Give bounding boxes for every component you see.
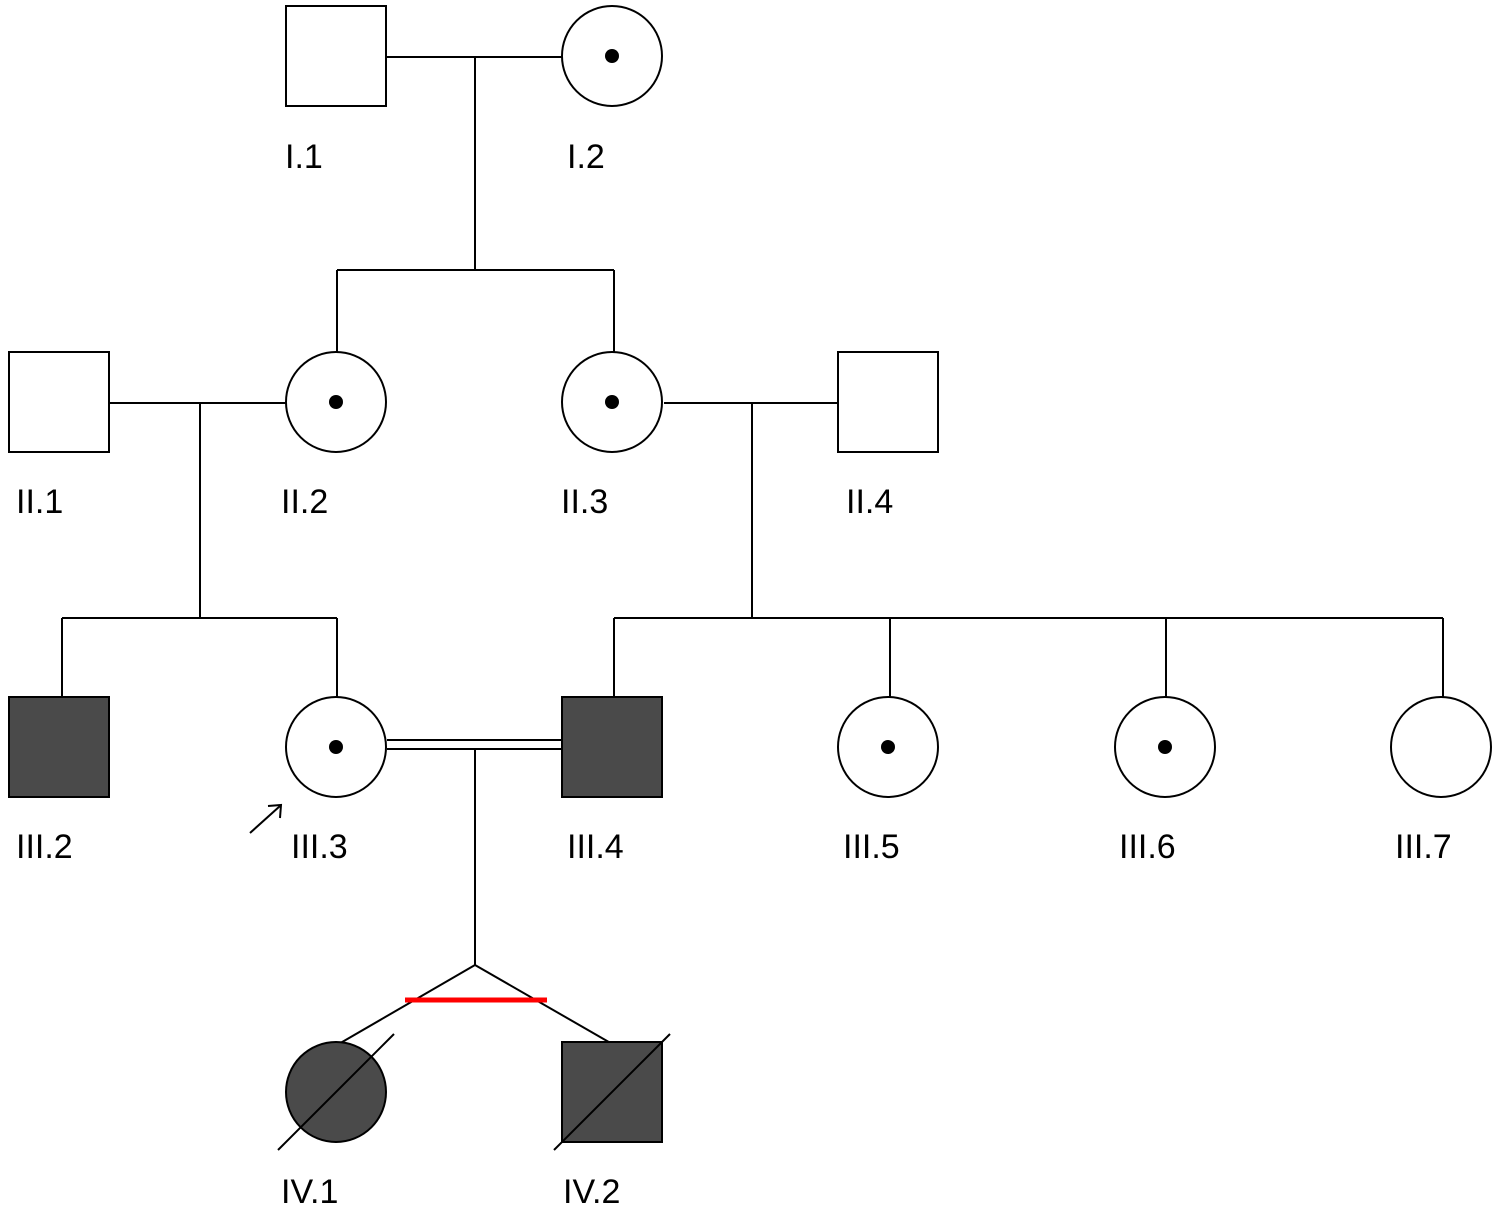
individuals-group xyxy=(8,5,1492,1151)
label-II2: II.2 xyxy=(281,483,328,521)
individual-III2 xyxy=(8,696,110,798)
carrier-dot-II3 xyxy=(605,395,619,409)
individual-III5 xyxy=(837,696,939,798)
label-II1: II.1 xyxy=(16,483,63,521)
carrier-dot-I2 xyxy=(605,49,619,63)
carrier-dot-III5 xyxy=(881,740,895,754)
label-IV1: IV.1 xyxy=(281,1173,338,1210)
label-III7: III.7 xyxy=(1395,828,1452,866)
individual-II1 xyxy=(8,351,110,453)
individual-II3 xyxy=(561,351,663,453)
carrier-dot-III6 xyxy=(1158,740,1172,754)
individual-IV1 xyxy=(277,1033,395,1151)
twin-branch-IV2 xyxy=(474,964,615,1046)
male-square-II4 xyxy=(837,351,939,453)
label-II4: II.4 xyxy=(846,483,893,521)
label-III4: III.4 xyxy=(567,828,624,866)
proband-arrow xyxy=(249,803,283,834)
individual-II2 xyxy=(285,351,387,453)
female-circle-III7 xyxy=(1390,696,1492,798)
label-III2: III.2 xyxy=(16,828,73,866)
label-III6: III.6 xyxy=(1119,828,1176,866)
label-II3: II.3 xyxy=(561,483,608,521)
label-III5: III.5 xyxy=(843,828,900,866)
label-I1: I.1 xyxy=(285,138,323,176)
male-square-I1 xyxy=(285,5,387,107)
carrier-dot-II2 xyxy=(329,395,343,409)
individual-IV2 xyxy=(553,1033,671,1151)
male-square-II1 xyxy=(8,351,110,453)
individual-III6 xyxy=(1114,696,1216,798)
individual-II4 xyxy=(837,351,939,453)
male-square-III2 xyxy=(8,696,110,798)
label-III3: III.3 xyxy=(291,828,348,866)
individual-I1 xyxy=(285,5,387,107)
twin-branch-IV1 xyxy=(336,964,476,1046)
deceased-slash-IV1 xyxy=(277,1033,395,1151)
male-square-III4 xyxy=(561,696,663,798)
individual-III4 xyxy=(561,696,663,798)
label-IV2: IV.2 xyxy=(563,1173,620,1210)
individual-III3 xyxy=(285,696,387,798)
individual-III7 xyxy=(1390,696,1492,798)
carrier-dot-III3 xyxy=(329,740,343,754)
deceased-slash-IV2 xyxy=(553,1033,671,1151)
label-I2: I.2 xyxy=(567,138,605,176)
individual-I2 xyxy=(561,5,663,107)
